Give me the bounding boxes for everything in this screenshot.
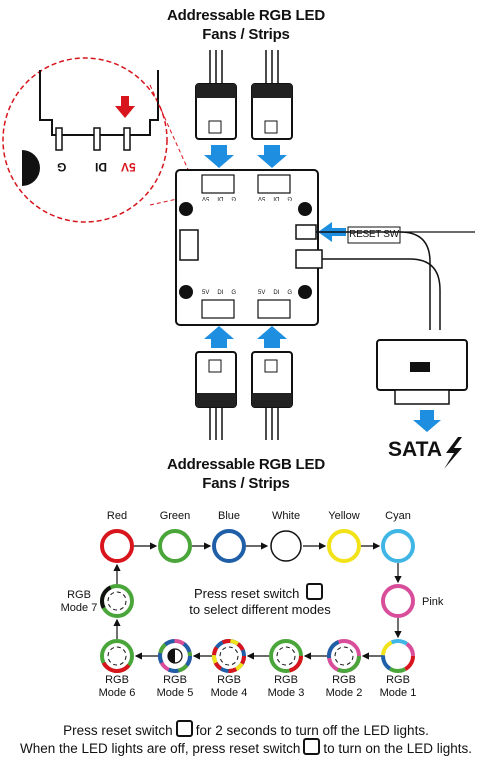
label-green: Green bbox=[159, 510, 191, 522]
ring-green bbox=[158, 529, 192, 563]
footer-line-2-before: When the LED lights are off, press reset… bbox=[20, 741, 301, 756]
mode-7-line2: Mode 7 bbox=[60, 602, 98, 614]
arrow-down-icon bbox=[413, 410, 441, 432]
header-pin-5v: 5V bbox=[258, 195, 266, 201]
header-pin-5v: 5V bbox=[202, 290, 210, 296]
hub-diagram bbox=[2, 50, 475, 469]
bottom-heading-line1: Addressable RGB LED bbox=[167, 456, 325, 473]
bottom-heading: Addressable RGB LED Fans / Strips bbox=[146, 455, 346, 493]
label-mode-6: RGB Mode 6 bbox=[87, 674, 147, 700]
label-white: White bbox=[271, 510, 301, 522]
reset-switch-icon bbox=[303, 738, 321, 755]
arrow-up-icon bbox=[257, 326, 287, 348]
ring-mode-2 bbox=[327, 639, 361, 673]
top-connector-right bbox=[251, 50, 293, 140]
header-pin-g: G bbox=[287, 290, 292, 296]
label-yellow: Yellow bbox=[328, 510, 360, 522]
ring-mode-5 bbox=[158, 639, 192, 673]
footer-line-2-after: to turn on the LED lights. bbox=[323, 741, 472, 756]
header-pin-g: G bbox=[231, 290, 236, 296]
footer-line-2: When the LED lights are off, press reset… bbox=[0, 738, 492, 756]
mode-4-line1: RGB bbox=[217, 674, 241, 686]
bottom-connector-right bbox=[251, 351, 293, 440]
label-red: Red bbox=[106, 510, 128, 522]
mode-3-line1: RGB bbox=[274, 674, 298, 686]
label-mode-3: RGB Mode 3 bbox=[256, 674, 316, 700]
ring-yellow bbox=[327, 529, 361, 563]
lightning-icon bbox=[444, 437, 462, 469]
reset-switch-icon bbox=[175, 720, 193, 737]
mode-5-line1: RGB bbox=[163, 674, 187, 686]
ring-red bbox=[100, 529, 134, 563]
label-blue: Blue bbox=[217, 510, 241, 522]
arrow-down-icon bbox=[257, 145, 287, 168]
mode-7-line1: RGB bbox=[67, 589, 91, 601]
label-mode-7: RGB Mode 7 bbox=[49, 589, 109, 615]
ring-pink bbox=[381, 584, 415, 618]
footer-line-1-before: Press reset switch bbox=[63, 723, 173, 738]
arrow-up-icon bbox=[204, 326, 234, 348]
pin-label-data: DI bbox=[95, 160, 107, 174]
mode-2-line1: RGB bbox=[332, 674, 356, 686]
header-pin-di: DI bbox=[273, 195, 280, 201]
label-mode-1: RGB Mode 1 bbox=[368, 674, 428, 700]
label-pink: Pink bbox=[422, 596, 444, 608]
ring-white bbox=[270, 530, 302, 562]
header-pin-di: DI bbox=[273, 290, 280, 296]
mode-1-line1: RGB bbox=[386, 674, 410, 686]
header-pin-5v: 5V bbox=[258, 290, 266, 296]
arrow-down-icon bbox=[204, 145, 234, 168]
ring-mode-1 bbox=[381, 639, 415, 673]
ring-cyan bbox=[381, 529, 415, 563]
footer-line-1: Press reset switch for 2 seconds to turn … bbox=[0, 720, 492, 738]
ring-mode-4 bbox=[212, 639, 246, 673]
mode-4-line2: Mode 4 bbox=[210, 687, 248, 699]
mode-5-line2: Mode 5 bbox=[156, 687, 194, 699]
header-pin-5v: 5V bbox=[202, 195, 210, 201]
sata-connector bbox=[376, 339, 468, 405]
hub-board bbox=[175, 169, 323, 326]
label-cyan: Cyan bbox=[385, 510, 411, 522]
bottom-heading-line2: Fans / Strips bbox=[202, 475, 290, 492]
sata-label: SATA bbox=[388, 438, 443, 461]
header-pin-di: DI bbox=[217, 290, 224, 296]
top-heading-line2: Fans / Strips bbox=[202, 26, 290, 43]
header-pin-di: DI bbox=[217, 195, 224, 201]
center-line-1-text: Press reset switch bbox=[193, 586, 300, 601]
header-label-top-left: G DI 5V bbox=[202, 195, 236, 201]
mode-2-line2: Mode 2 bbox=[325, 687, 363, 699]
pin-label-power: 5V bbox=[121, 160, 136, 174]
top-heading-line1: Addressable RGB LED bbox=[167, 7, 325, 24]
top-heading: Addressable RGB LED Fans / Strips bbox=[146, 6, 346, 44]
label-mode-2: RGB Mode 2 bbox=[314, 674, 374, 700]
header-label-bottom-right: G DI 5V bbox=[258, 290, 292, 296]
footer-line-1-after: for 2 seconds to turn off the LED lights… bbox=[195, 723, 429, 738]
top-connector-left bbox=[195, 50, 237, 140]
center-line-1: Press reset switch bbox=[160, 583, 360, 602]
ring-blue bbox=[212, 529, 246, 563]
header-pin-g: G bbox=[231, 195, 236, 201]
ring-mode-6 bbox=[100, 639, 134, 673]
header-pin-g: G bbox=[287, 195, 292, 201]
ring-mode-7 bbox=[100, 584, 134, 618]
pin-label-ground: G bbox=[57, 160, 67, 174]
center-instructions: Press reset switch to select different m… bbox=[160, 583, 360, 618]
header-label-top-right: G DI 5V bbox=[258, 195, 292, 201]
mode-cycle-diagram bbox=[100, 529, 415, 673]
reset-switch-label: RESET SW bbox=[349, 229, 399, 240]
label-mode-4: RGB Mode 4 bbox=[199, 674, 259, 700]
red-arrow-down-icon bbox=[115, 96, 135, 118]
bottom-connector-left bbox=[195, 351, 237, 440]
label-mode-5: RGB Mode 5 bbox=[145, 674, 205, 700]
mode-3-line2: Mode 3 bbox=[267, 687, 305, 699]
magnified-callout bbox=[2, 57, 168, 223]
reset-switch-icon bbox=[306, 583, 324, 600]
center-line-2: to select different modes bbox=[189, 602, 331, 617]
mode-6-line2: Mode 6 bbox=[98, 687, 136, 699]
header-label-bottom-left: G DI 5V bbox=[202, 290, 236, 296]
mode-6-line1: RGB bbox=[105, 674, 129, 686]
ring-mode-3 bbox=[269, 639, 303, 673]
mode-1-line2: Mode 1 bbox=[379, 687, 417, 699]
